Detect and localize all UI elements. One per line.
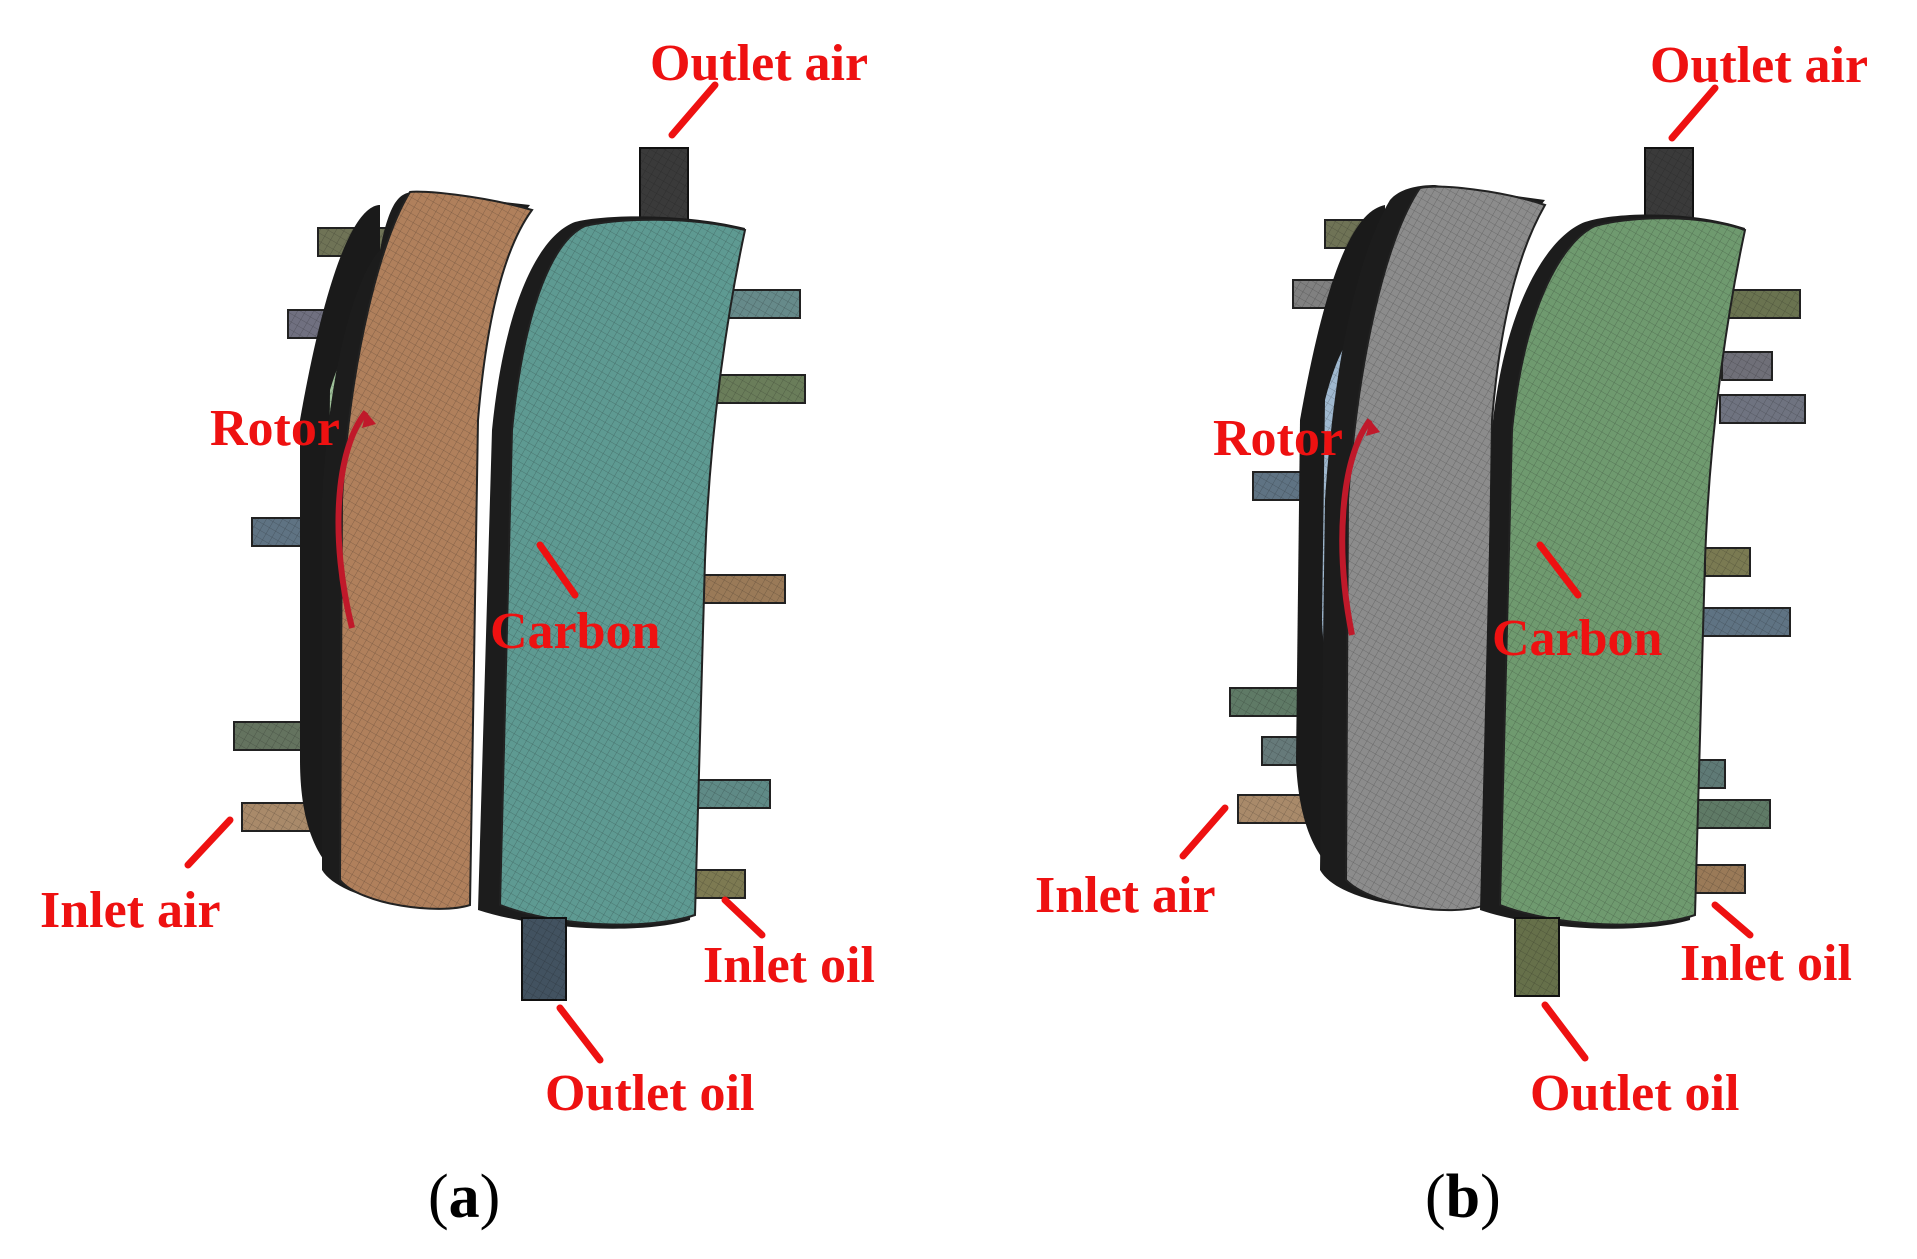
leader-outlet-air: [668, 81, 719, 139]
leader-inlet-air: [1179, 804, 1229, 860]
panel-b-label-inlet-oil: Inlet oil: [1680, 935, 1852, 992]
panel-a: Outlet air Rotor Carbon Inlet air Inlet …: [40, 35, 875, 1231]
pipe: [1699, 607, 1791, 637]
panel-b-leaders: [1179, 84, 1754, 1062]
leader-outlet-air: [1668, 84, 1719, 142]
panel-a-label-carbon: Carbon: [490, 603, 661, 660]
leader-inlet-oil: [721, 896, 766, 939]
panel-b-caption-letter: b: [1446, 1163, 1480, 1231]
panel-b: Outlet air Rotor Carbon Inlet air Inlet …: [1035, 37, 1868, 1231]
panel-a-right-ring: [478, 216, 747, 929]
panel-a-outlet-air-pipe: [639, 147, 689, 229]
panel-a-label-outlet-air: Outlet air: [650, 35, 868, 92]
panel-b-outlet-oil-pipe: [1514, 917, 1560, 997]
pipe: [714, 374, 806, 404]
panel-b-label-carbon: Carbon: [1492, 610, 1663, 667]
leader-inlet-air: [184, 816, 234, 869]
pipe: [1721, 351, 1773, 381]
panel-b-right-ring: [1480, 214, 1747, 929]
leader-outlet-oil: [1541, 1001, 1589, 1062]
panel-b-caption: (b): [1425, 1163, 1501, 1231]
leader-outlet-oil: [556, 1004, 604, 1064]
panel-a-label-inlet-air: Inlet air: [40, 882, 221, 939]
panel-b-left-ring: [1320, 185, 1547, 912]
panel-a-caption: (a): [428, 1163, 500, 1231]
leader-carbon: [536, 541, 579, 599]
panel-a-left-ring: [322, 190, 534, 910]
pipe: [1704, 547, 1751, 577]
panel-a-rotation-arrow: [335, 410, 369, 629]
panel-a-label-inlet-oil: Inlet oil: [703, 937, 875, 994]
panel-a-caption-letter: a: [449, 1163, 480, 1231]
panel-a-outlet-oil-pipe: [521, 917, 567, 1001]
panel-b-label-inlet-air: Inlet air: [1035, 867, 1216, 924]
leader-carbon: [1536, 541, 1582, 599]
leader-inlet-oil: [1711, 901, 1754, 939]
panel-a-label-rotor: Rotor: [210, 400, 340, 457]
pipe: [699, 574, 786, 604]
panel-b-rotation-arrow: [1339, 418, 1373, 636]
panel-b-label-rotor: Rotor: [1213, 410, 1343, 467]
panel-b-label-outlet-air: Outlet air: [1650, 37, 1868, 94]
panel-a-label-outlet-oil: Outlet oil: [545, 1065, 754, 1122]
pipe: [1719, 394, 1806, 424]
panel-b-label-outlet-oil: Outlet oil: [1530, 1065, 1739, 1122]
panel-a-leaders: [184, 81, 766, 1064]
